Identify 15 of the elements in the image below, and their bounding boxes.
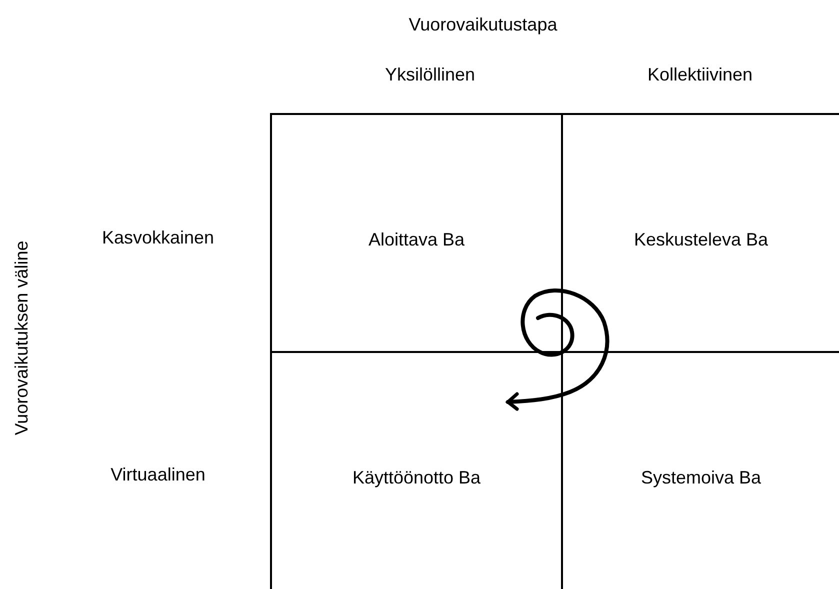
quadrant-label: Käyttöönotto Ba <box>352 466 481 490</box>
spiral-arrow-drawing <box>503 286 610 412</box>
quadrant-label: Aloittava Ba <box>368 228 465 252</box>
column-header: Kollektiivinen <box>647 64 753 86</box>
quadrant-label: Keskusteleva Ba <box>634 228 768 252</box>
quadrant-cell <box>270 113 561 351</box>
quadrant-cell <box>561 351 839 589</box>
quadrant-cell <box>561 113 839 351</box>
column-header: Yksilöllinen <box>384 64 476 86</box>
axis-title: Vuorovaikutustapa <box>408 14 558 36</box>
quadrant-cell <box>270 351 561 589</box>
quadrant-label: Systemoiva Ba <box>640 466 762 490</box>
row-header: Kasvokkainen <box>102 226 214 250</box>
axis-title: Vuorovaikutuksen väline <box>10 240 32 436</box>
row-header: Virtuaalinen <box>110 464 206 486</box>
